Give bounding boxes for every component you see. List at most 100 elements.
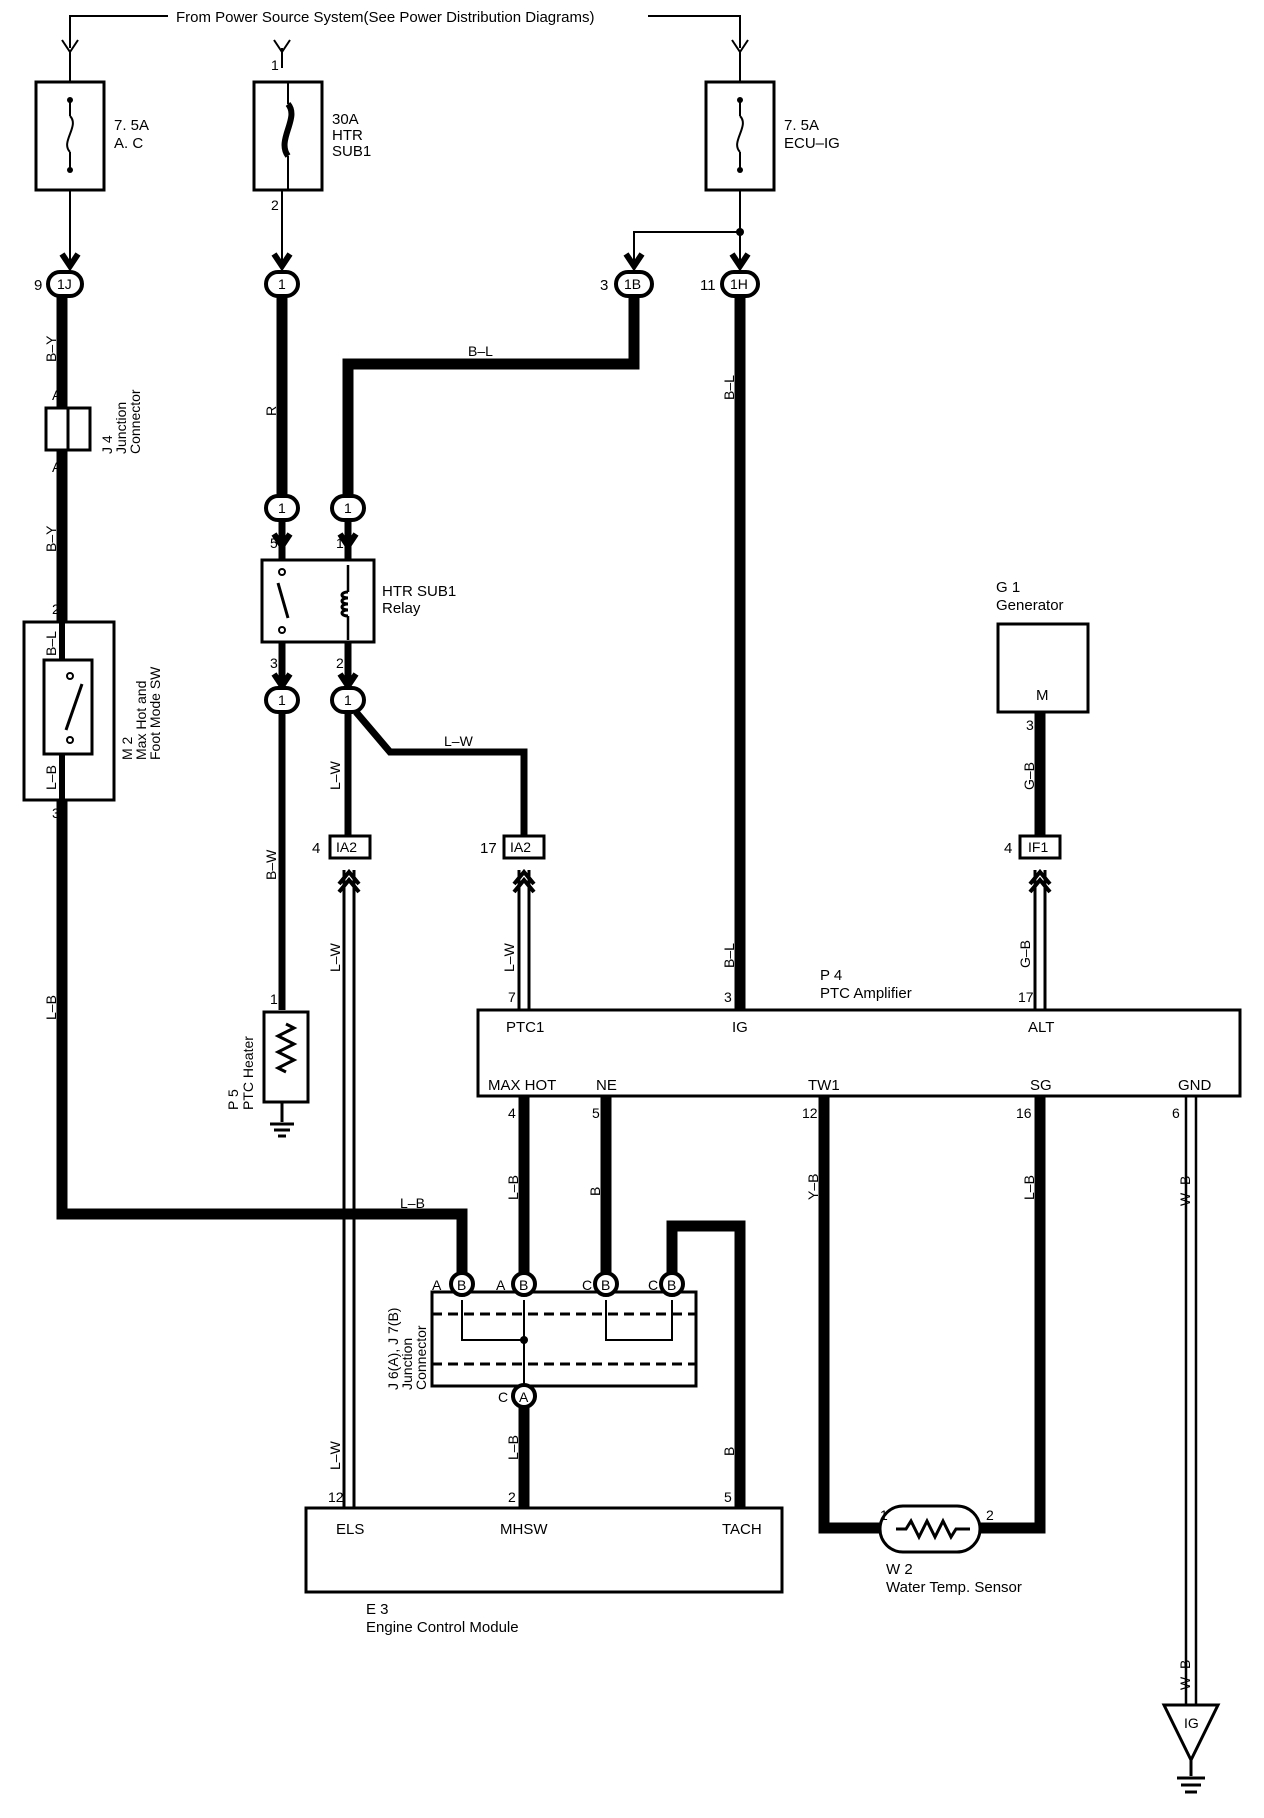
terminal-label: IG — [732, 1019, 748, 1036]
connector-label: IA2 — [336, 839, 357, 855]
fuse-htr-pin-in: 1 — [271, 57, 279, 73]
connector-1-htr: 1 — [264, 270, 300, 298]
thermistor-icon — [896, 1517, 970, 1541]
pin-number: 7 — [508, 989, 516, 1005]
ground-icon — [1177, 1776, 1205, 1794]
pin-b-2: BA — [496, 1271, 537, 1297]
terminal-label: TW1 — [808, 1077, 840, 1094]
generator-g1: G 1 Generator M 3 — [996, 579, 1090, 733]
water-temp-sensor-w2: 1 2 W 2 Water Temp. Sensor — [878, 1504, 1022, 1596]
wire-color-label: B–L — [721, 375, 737, 400]
fuse-icon — [66, 115, 74, 153]
pin-number: 6 — [1172, 1105, 1180, 1121]
pin-number: 2 — [508, 1489, 516, 1505]
wire-color-label: L–B — [400, 1195, 425, 1211]
pin-number: 11 — [700, 277, 716, 294]
component-id: J 6(A), J 7(B) — [385, 1308, 401, 1390]
wire-color-label: W–B — [1177, 1660, 1193, 1690]
connector-1h: 1H 11 — [700, 270, 760, 298]
connector-relay-top-left: 1 5 — [264, 494, 300, 562]
pin-b-3: BC — [582, 1271, 619, 1297]
wire-color-label: L–W — [327, 1440, 343, 1470]
fuse-icon — [736, 115, 744, 153]
arrow-down-icon — [273, 39, 291, 54]
pin-number: 12 — [328, 1489, 344, 1505]
component-id: P 5 — [225, 1089, 241, 1110]
connector-ia2-left: IA2 4 — [312, 834, 372, 894]
wire-color-label: Y–B — [805, 1174, 821, 1200]
terminal-label: GND — [1178, 1077, 1212, 1094]
fuse-leads — [59, 190, 751, 272]
pin-number: 4 — [508, 1105, 516, 1121]
component-name: Generator — [996, 597, 1064, 614]
connector-label: IF1 — [1028, 839, 1048, 855]
fuse-ecu-name: ECU–IG — [784, 135, 840, 152]
wire-color-label: B — [721, 1447, 737, 1456]
connector-label: 1B — [624, 276, 641, 292]
engine-control-module-e3: ELS MHSW TACH 12 2 5 E 3 Engine Control … — [304, 1489, 784, 1636]
fuse-htr-pin-out: 2 — [271, 197, 279, 213]
pin-number: 2 — [986, 1507, 994, 1523]
relay-name-2: Relay — [382, 600, 421, 617]
pin-number: 2 — [336, 655, 344, 671]
wire-color-label: L–B — [505, 1175, 521, 1200]
connector-label: 1J — [57, 276, 72, 292]
component-name: Engine Control Module — [366, 1619, 519, 1636]
ptc-heater-p5: 1 P 5 PTC Heater — [225, 991, 310, 1138]
wire-color-label: L–B — [43, 765, 59, 790]
pin-number: 3 — [1026, 717, 1034, 733]
connector-label: 1H — [730, 276, 748, 292]
coil-icon — [340, 590, 349, 618]
junction-connector-j6-j7: BA BA BC BC AC J 6(A), J 7(B) Junction C… — [385, 1271, 698, 1409]
relay-name: HTR SUB1 — [382, 583, 456, 600]
resistor-icon — [274, 1022, 298, 1074]
pin-number: 3 — [52, 805, 60, 821]
component-name: Junction — [399, 1338, 415, 1390]
fuse-ecu-rating: 7. 5A — [784, 117, 819, 134]
pin-number: 1 — [336, 535, 344, 551]
fuse-htr-name2: SUB1 — [332, 143, 371, 160]
wire-color-label: L–W — [327, 760, 343, 790]
pin-number: 5 — [592, 1105, 600, 1121]
pin-label: C — [582, 1277, 592, 1293]
switch-icon — [276, 582, 290, 619]
component-name: Connector — [127, 389, 143, 454]
connector-label: IA2 — [510, 839, 531, 855]
terminal-label: TACH — [722, 1521, 762, 1538]
htr-sub1-relay: HTR SUB1 Relay — [260, 558, 456, 644]
pin-number: 3 — [270, 655, 278, 671]
pin-number: 4 — [1004, 840, 1012, 857]
pin-letter: B — [601, 1277, 610, 1293]
fuse-icon — [281, 102, 295, 158]
connector-1j: 1J 9 — [34, 270, 84, 298]
pin-b-4: BC — [648, 1271, 685, 1297]
terminal-label: ALT — [1028, 1019, 1054, 1036]
terminal-label: MAX HOT — [488, 1077, 556, 1094]
pin-label: A — [52, 459, 62, 475]
pin-number: 1 — [880, 1507, 888, 1523]
component-name: PTC Amplifier — [820, 985, 912, 1002]
switch-icon — [64, 683, 84, 731]
wire-color-label: R — [263, 406, 279, 416]
pin-label: C — [498, 1389, 508, 1405]
connector-label: 1 — [344, 500, 352, 516]
wire-color-label: L–B — [1021, 1175, 1037, 1200]
pin-number: 17 — [1018, 989, 1034, 1005]
component-name: Junction — [113, 402, 129, 454]
max-hot-foot-mode-switch: 2 3 M 2 B–L L–B M 2 Max Hot and Foot Mod… — [22, 601, 163, 821]
pin-number: 4 — [312, 840, 320, 857]
terminal-label: SG — [1030, 1077, 1052, 1094]
connector-label: 1 — [278, 500, 286, 516]
pin-number: 12 — [802, 1105, 818, 1121]
component-id: P 4 — [820, 967, 842, 984]
fuse-htr-name: HTR — [332, 127, 363, 144]
wire-color-label: L–B — [43, 995, 59, 1020]
pin-number: 16 — [1016, 1105, 1032, 1121]
pin-number: 17 — [480, 840, 497, 857]
pin-number: 5 — [724, 1489, 732, 1505]
power-source-label: From Power Source System(See Power Distr… — [176, 9, 594, 26]
component-name: PTC Heater — [240, 1036, 256, 1110]
wire-color-label: L–B — [505, 1435, 521, 1460]
wire-labels: B–Y B–Y R B–L B–L B–L L–W L–W L–W L–W L–… — [43, 335, 1193, 1690]
